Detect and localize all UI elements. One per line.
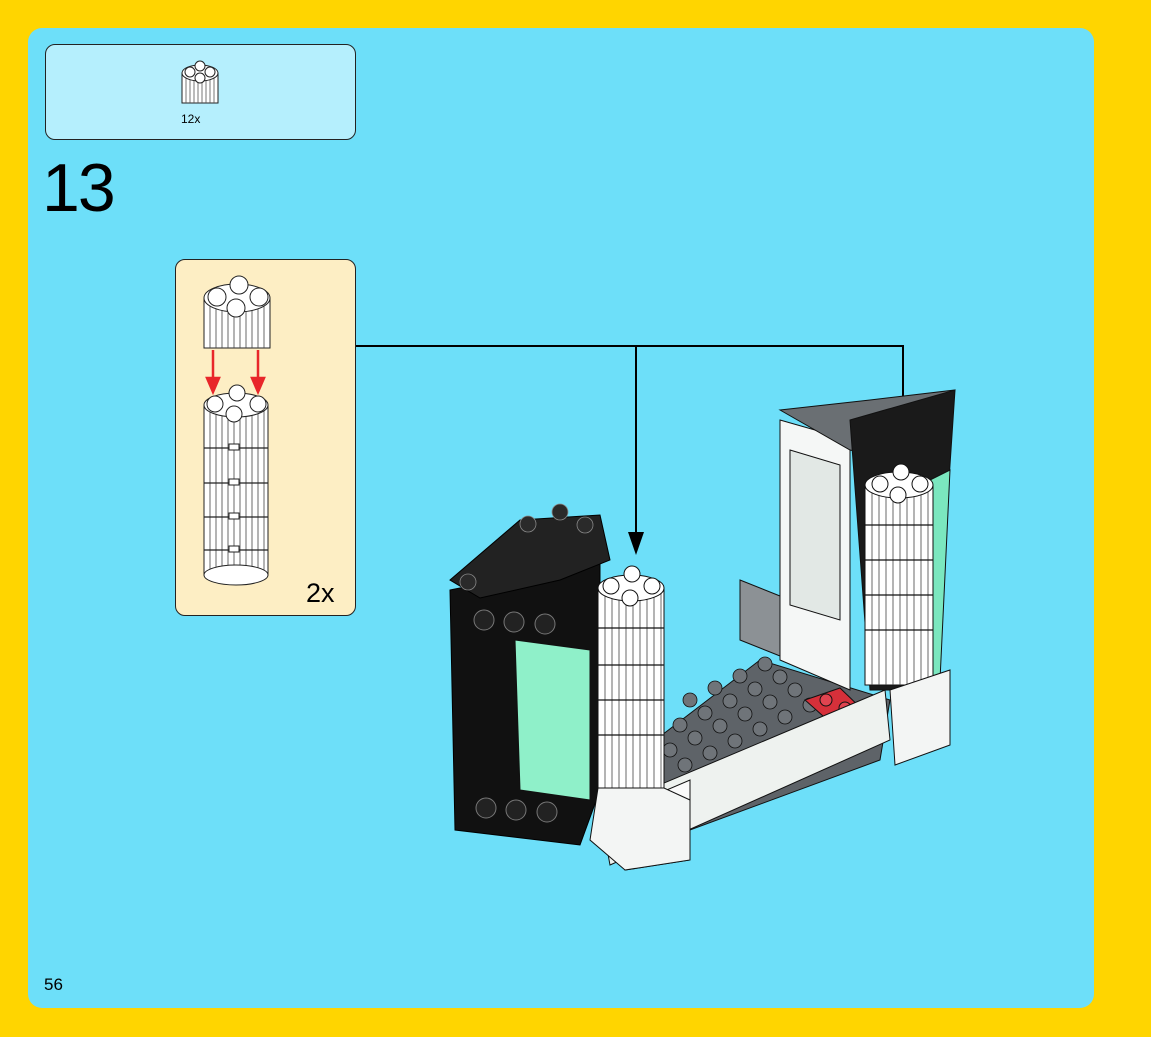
parts-list-box: 12x — [45, 44, 356, 140]
arrow-down-icon — [628, 532, 644, 555]
subassembly-box: 2x — [175, 259, 356, 616]
tower-subassembly-illustration — [203, 275, 271, 586]
red-arrow-icon — [205, 350, 266, 396]
step-number: 13 — [42, 150, 116, 226]
page-number: 56 — [44, 975, 63, 994]
round-brick-icon — [181, 60, 219, 104]
subassembly-quantity: 2x — [306, 578, 335, 608]
part-quantity: 12x — [181, 112, 201, 126]
